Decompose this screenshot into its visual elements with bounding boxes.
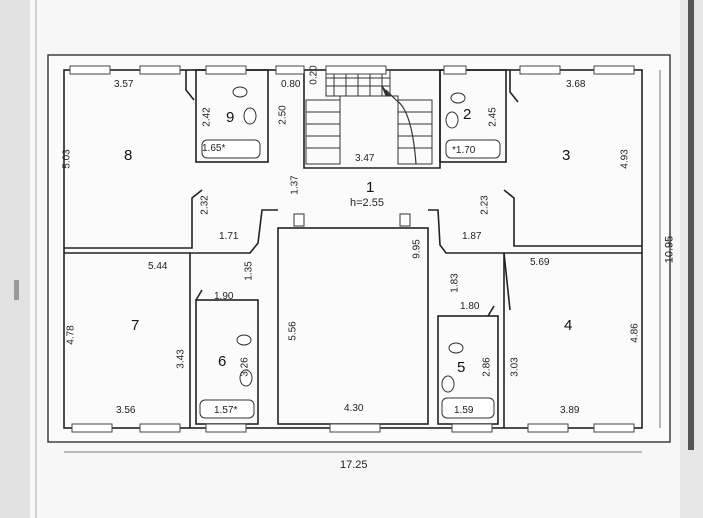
windows [69,65,635,433]
staircase [305,69,433,165]
dimension-lines [64,70,661,453]
room-2-number: 2 [463,106,472,123]
dim-bath9-tub: 1.65* [202,143,226,154]
dim-room8-side: 5.03 [61,149,73,169]
dim-080: 0.80 [281,79,301,90]
dim-stair-width: 3.47 [355,153,375,164]
room-1-number: 1 [366,179,375,196]
dim-room4-bottom: 3.89 [560,405,580,416]
dim-183: 1.83 [449,273,461,293]
dim-137: 1.37 [289,175,301,195]
dim-room8-top: 3.57 [114,79,134,90]
dim-bath6-side: 3.26 [239,357,251,377]
room-5-number: 5 [457,359,466,376]
room-3-number: 3 [562,147,571,164]
dim-room7-top: 5.44 [148,261,168,272]
overall-width-dim: 17.25 [340,459,368,471]
dim-core-bottom: 4.30 [344,403,364,414]
dim-room4-top: 5.69 [530,257,550,268]
dim-223: 2.23 [479,195,491,215]
scrollbar[interactable] [688,0,694,450]
dim-core-side: 5.56 [287,321,299,341]
dim-room7-bottom: 3.56 [116,405,136,416]
overall-depth-dim: 10.95 [663,235,676,264]
dim-room4-side: 4.86 [629,323,641,343]
room-1-height: h=2.55 [350,197,384,209]
dim-135: 1.35 [243,261,255,281]
dim-303: 3.03 [509,357,521,377]
dim-bath5-side: 2.86 [481,357,493,377]
dim-bath9-side: 2.42 [201,107,213,127]
room-7-number: 7 [131,317,140,334]
dim-020: 0.20 [308,65,320,85]
sanitary-fixtures [199,86,501,419]
dim-343: 3.43 [175,349,187,369]
dim-180: 1.80 [460,301,480,312]
dim-232: 2.32 [199,195,211,215]
room-8-number: 8 [124,147,133,164]
dim-190: 1.90 [214,291,234,302]
dim-room3-side: 4.93 [619,149,631,169]
dim-bath6-tub: 1.57* [214,405,238,416]
dim-bath5-tub: 1.59 [454,405,474,416]
pillars [293,213,411,227]
dim-187: 1.87 [462,231,482,242]
room-4-number: 4 [564,317,573,334]
dim-bath2-side: 2.45 [487,107,499,127]
dim-250: 2.50 [277,105,289,125]
room-9-number: 9 [226,109,235,126]
dim-room7-side: 4.78 [65,325,77,345]
dim-bath2-tub: *1.70 [452,145,476,156]
dim-room3-top: 3.68 [566,79,586,90]
dim-core-depth: 9.95 [411,239,423,259]
room-6-number: 6 [218,353,227,370]
dim-171: 1.71 [219,231,239,242]
